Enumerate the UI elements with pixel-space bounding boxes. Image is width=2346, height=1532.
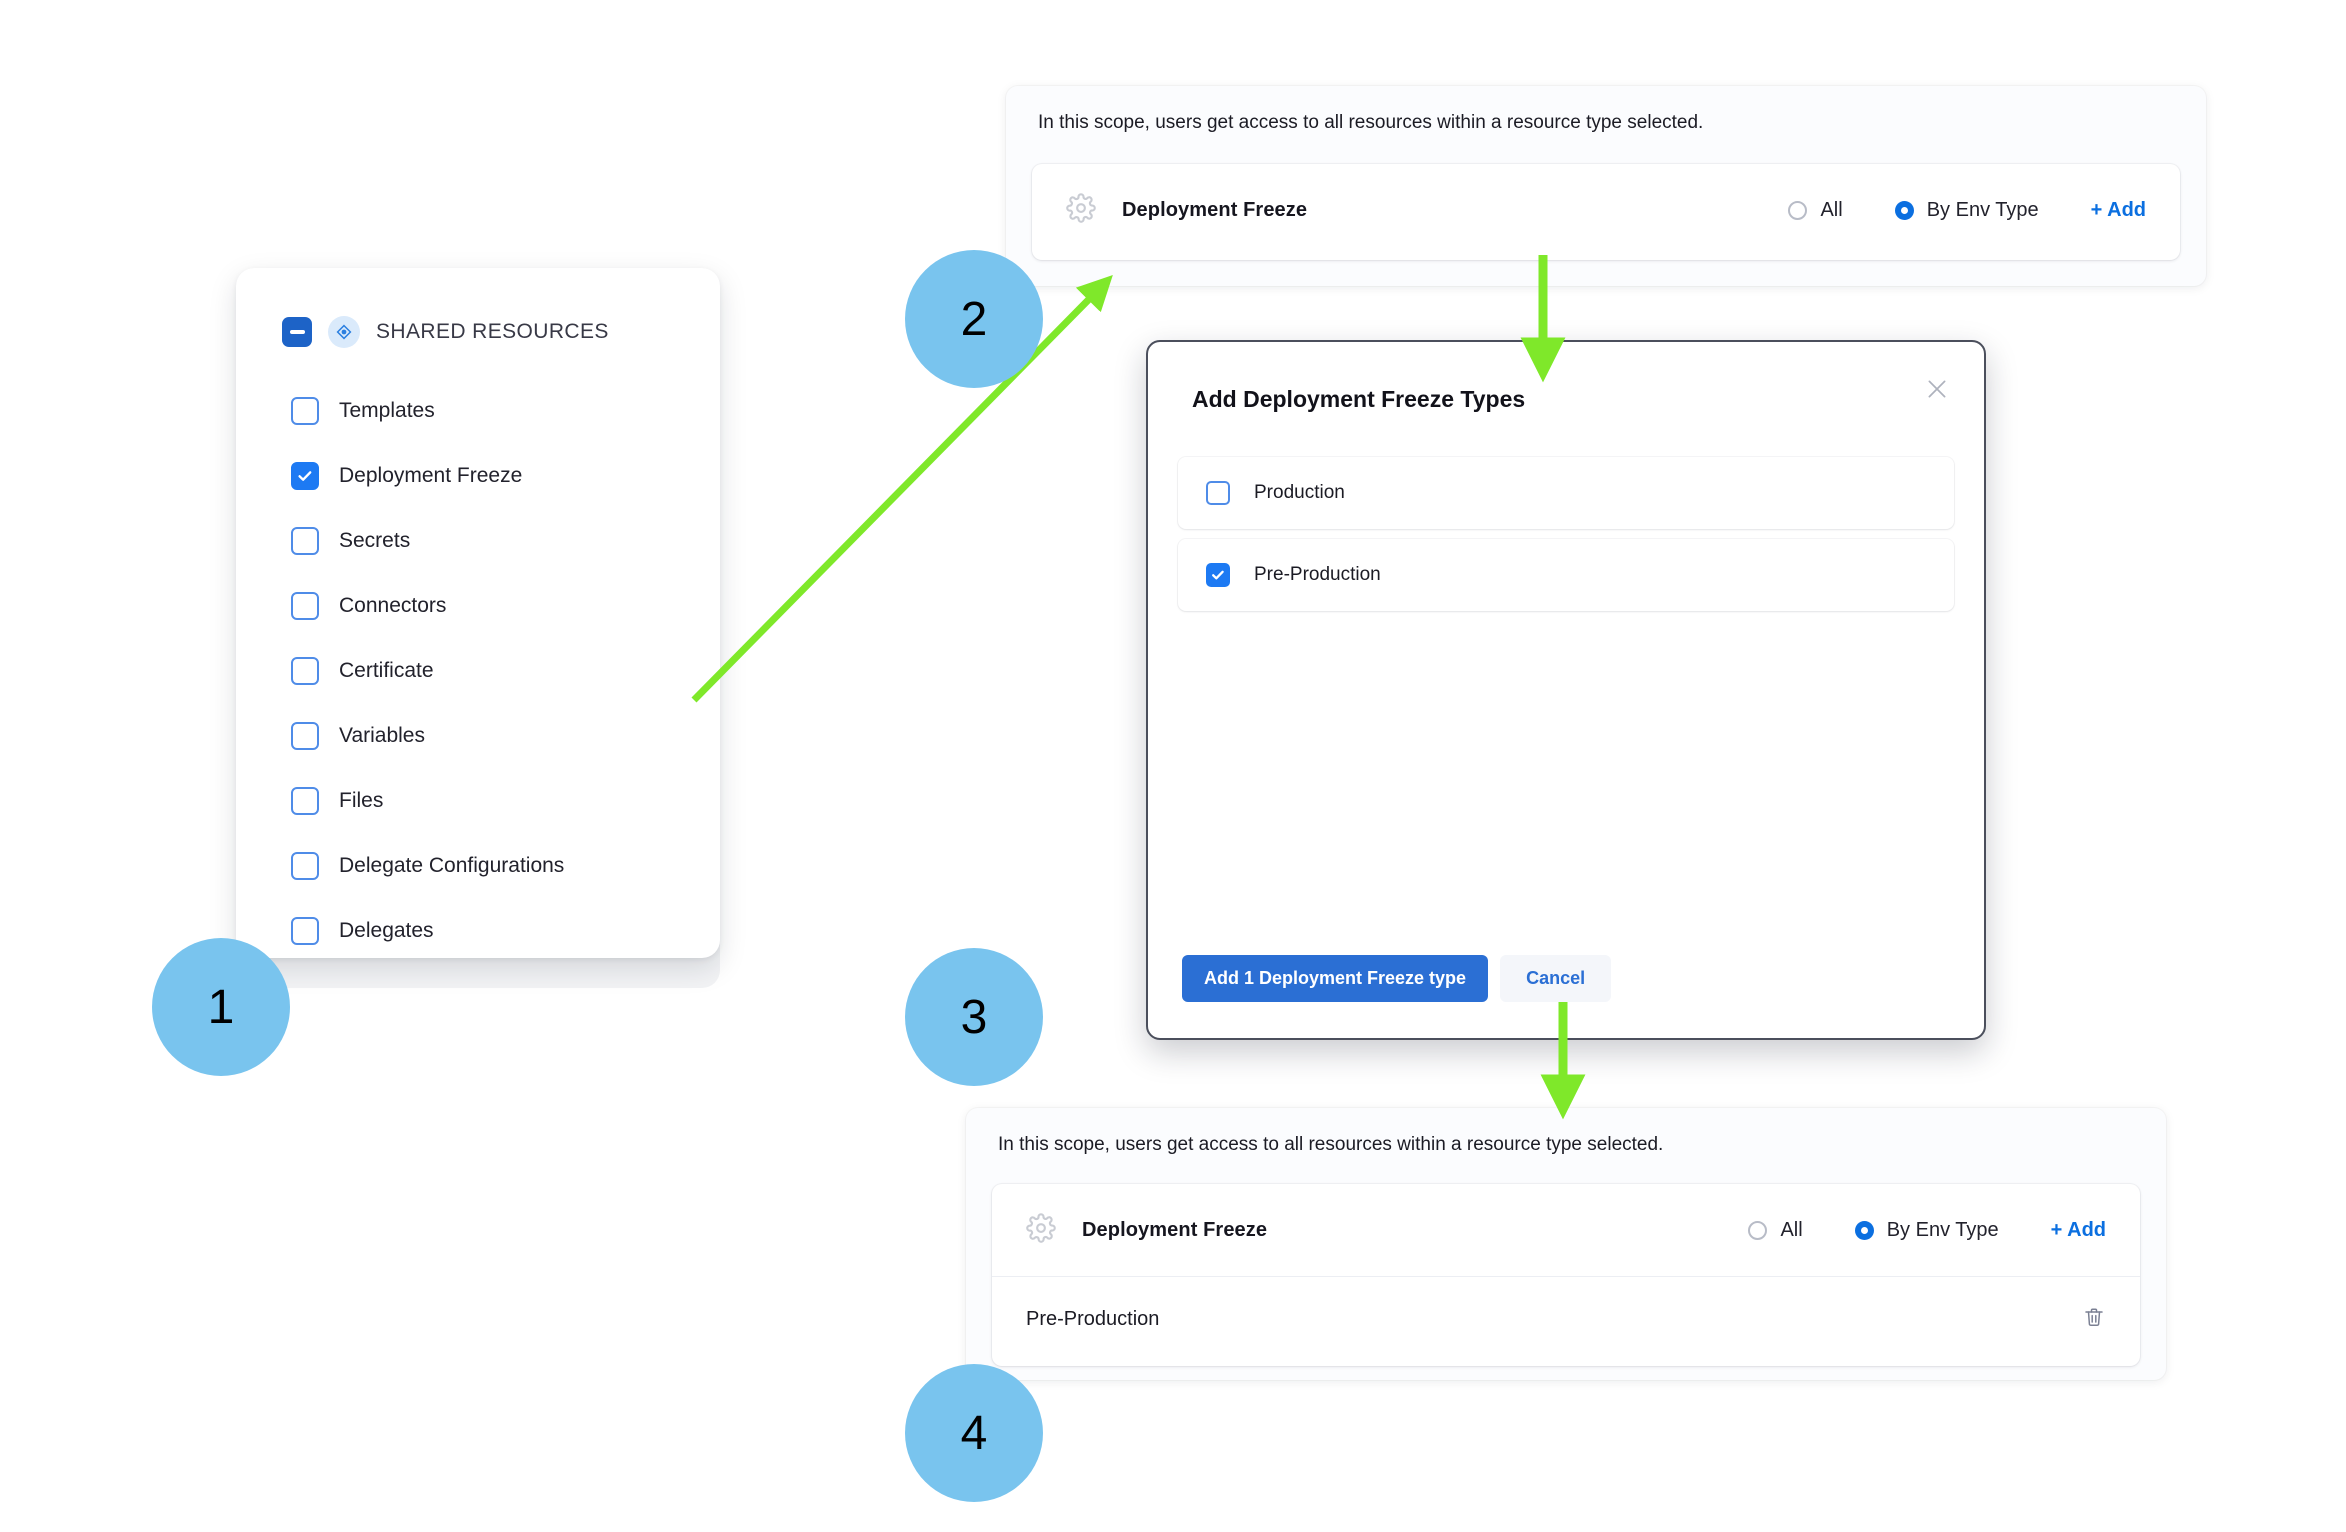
shared-resources-header[interactable]: SHARED RESOURCES [236, 268, 720, 348]
list-item[interactable]: Deployment Freeze [0, 443, 720, 508]
trash-icon[interactable] [2082, 1305, 2106, 1334]
arrow-step1-to-step2 [691, 275, 1113, 703]
scope-panel-after: In this scope, users get access to all r… [966, 1108, 2166, 1380]
scope-resource-name: Deployment Freeze [1122, 198, 1308, 221]
radio-by-env-type-label: By Env Type [1926, 198, 2039, 221]
cancel-button[interactable]: Cancel [1500, 955, 1612, 1002]
checkbox-connectors[interactable] [291, 591, 319, 620]
sidebar-item-label: Secrets [339, 528, 411, 552]
checkbox-pre-production[interactable] [1206, 563, 1230, 587]
sidebar-item-label: Delegate Configurations [339, 853, 565, 877]
checkbox-delegate-configurations[interactable] [291, 851, 319, 880]
scope-note: In this scope, users get access to all r… [1038, 112, 1704, 133]
radio-by-env-type-label: By Env Type [1886, 1218, 1999, 1241]
option-label: Pre-Production [1254, 564, 1381, 585]
add-deployment-freeze-types-dialog: Add Deployment Freeze Types Production P… [1146, 340, 1986, 1040]
radio-option-all[interactable]: All [1748, 1218, 1803, 1242]
scope-note: In this scope, users get access to all r… [998, 1134, 1664, 1155]
step-marker-1: 1 [152, 938, 290, 1076]
checkbox-delegates[interactable] [291, 916, 319, 945]
sidebar-item-label: Certificate [339, 658, 434, 682]
checkbox-production[interactable] [1206, 481, 1230, 505]
shared-resources-card: SHARED RESOURCES Templates Deployment Fr… [236, 268, 720, 958]
radio-all-label: All [1820, 198, 1843, 221]
checkbox-templates[interactable] [291, 396, 319, 425]
radio-all-label: All [1780, 1218, 1803, 1241]
checkbox-files[interactable] [291, 786, 319, 815]
scope-resource-row: Deployment Freeze All By Env Type + Add [992, 1184, 2140, 1276]
list-item[interactable]: Files [0, 768, 720, 833]
selected-value-label: Pre-Production [1026, 1308, 1160, 1330]
checkbox-certificate[interactable] [291, 656, 319, 685]
list-item[interactable]: Pre-Production [1178, 539, 1954, 611]
radio-all-input[interactable] [1788, 200, 1808, 220]
add-freeze-type-button[interactable]: Add 1 Deployment Freeze type [1182, 955, 1489, 1002]
radio-all-input[interactable] [1748, 1220, 1768, 1240]
step-marker-4: 4 [905, 1364, 1043, 1502]
selected-value-row: Pre-Production [992, 1276, 2140, 1362]
list-item[interactable]: Certificate [0, 638, 720, 703]
scope-panel-before: In this scope, users get access to all r… [1006, 86, 2206, 286]
add-button[interactable]: + Add [2090, 198, 2146, 221]
dialog-footer: Add 1 Deployment Freeze type Cancel [1182, 955, 1612, 1002]
dialog-title: Add Deployment Freeze Types [1192, 386, 1526, 412]
checkbox-deployment-freeze[interactable] [291, 461, 319, 490]
gear-icon [1026, 1212, 1056, 1248]
shared-resources-title: SHARED RESOURCES [376, 320, 609, 343]
sidebar-item-label: Connectors [339, 593, 447, 617]
radio-option-by-env-type[interactable]: By Env Type [1854, 1218, 1999, 1242]
sidebar-item-label: Variables [339, 723, 425, 747]
radio-option-all[interactable]: All [1788, 198, 1843, 222]
list-item[interactable]: Secrets [0, 508, 720, 573]
sidebar-item-label: Files [339, 788, 384, 812]
resource-node-icon [328, 316, 360, 348]
step-marker-3: 3 [905, 948, 1043, 1086]
shared-resources-list: Templates Deployment Freeze Secrets Conn… [236, 378, 720, 963]
step-marker-2: 2 [905, 250, 1043, 388]
list-item[interactable]: Connectors [0, 573, 720, 638]
option-label: Production [1254, 482, 1345, 503]
list-item[interactable]: Delegate Configurations [0, 833, 720, 898]
add-button[interactable]: + Add [2050, 1218, 2106, 1241]
close-icon[interactable] [1924, 376, 1950, 407]
sidebar-item-label: Templates [339, 398, 435, 422]
shared-resources-parent-checkbox[interactable] [282, 317, 312, 347]
list-item[interactable]: Variables [0, 703, 720, 768]
radio-by-env-type-input[interactable] [1894, 200, 1914, 220]
scope-resource-row: Deployment Freeze All By Env Type + Add [1032, 164, 2180, 256]
checkbox-secrets[interactable] [291, 526, 319, 555]
scope-resource-card: Deployment Freeze All By Env Type + Add … [992, 1184, 2140, 1366]
gear-icon [1066, 192, 1096, 228]
scope-resource-name: Deployment Freeze [1082, 1218, 1268, 1241]
sidebar-item-label: Deployment Freeze [339, 463, 523, 487]
radio-by-env-type-input[interactable] [1854, 1220, 1874, 1240]
radio-option-by-env-type[interactable]: By Env Type [1894, 198, 2039, 222]
checkbox-variables[interactable] [291, 721, 319, 750]
sidebar-item-label: Delegates [339, 918, 434, 942]
list-item[interactable]: Templates [0, 378, 720, 443]
list-item[interactable]: Production [1178, 457, 1954, 529]
freeze-type-options-list: Production Pre-Production [1178, 457, 1954, 611]
scope-resource-card: Deployment Freeze All By Env Type + Add [1032, 164, 2180, 260]
list-item[interactable]: Delegates [0, 898, 720, 963]
